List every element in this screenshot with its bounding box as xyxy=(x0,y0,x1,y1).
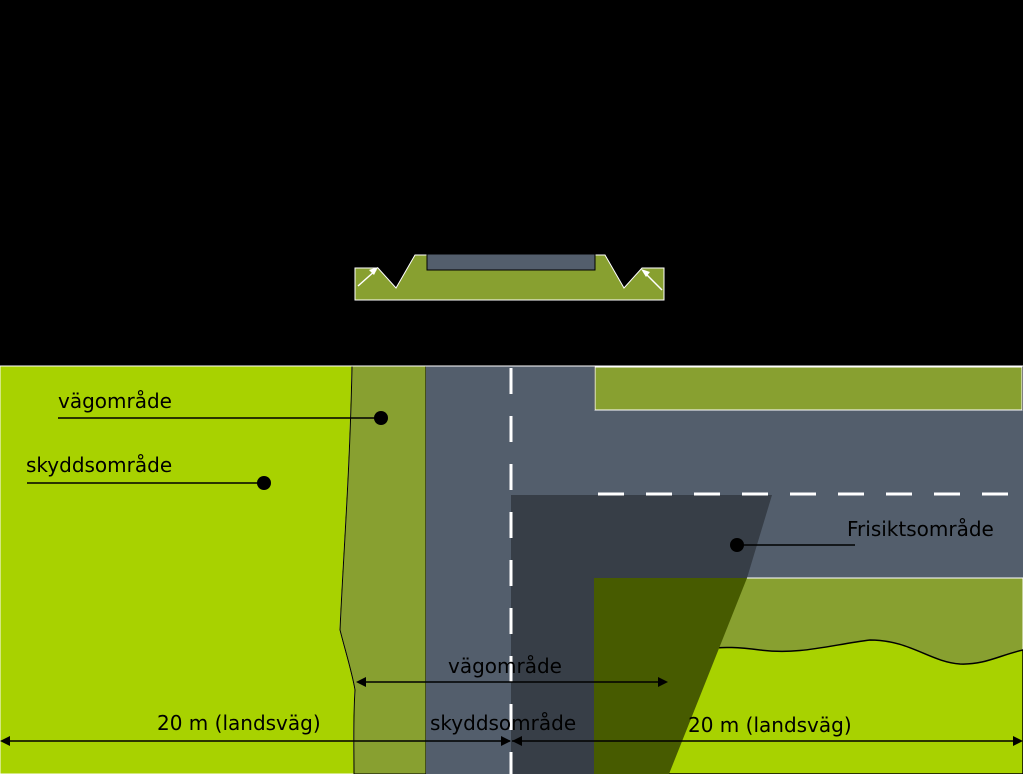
label-road-area-left: vägområde xyxy=(58,389,172,413)
labels: vägområde skyddsområde Frisiktsområde vä… xyxy=(26,389,994,737)
dot-road-area xyxy=(374,411,388,425)
label-protection-area-left: skyddsområde xyxy=(26,453,172,477)
annotations xyxy=(0,411,1023,746)
dot-protection-area xyxy=(257,476,271,490)
sight-area-verge xyxy=(594,578,747,774)
cross-section-arrowhead-right xyxy=(641,269,650,277)
dimension-20m-right-arrow-left xyxy=(512,736,522,746)
label-sight-area: Frisiktsområde xyxy=(847,517,994,541)
cross-section-pavement xyxy=(426,253,596,271)
cross-section-arrowhead-left xyxy=(369,267,378,275)
dimension-20m-left-arrow-left xyxy=(0,736,10,746)
label-dist-right: 20 m (landsväg) xyxy=(688,713,852,737)
dimension-20m-right-arrow-right xyxy=(1013,736,1023,746)
label-dist-left: 20 m (landsväg) xyxy=(157,711,321,735)
road-cross-section xyxy=(354,253,665,301)
label-protection-area-bottom: skyddsområde xyxy=(430,711,576,735)
verge-left xyxy=(339,365,427,774)
label-road-area-bottom: vägområde xyxy=(448,654,562,678)
dot-sight-area xyxy=(730,538,744,552)
dimension-20m-left-arrow-right xyxy=(501,736,511,746)
verge-top-right xyxy=(594,366,1023,411)
dimension-road-area-arrow-right xyxy=(658,677,668,687)
dimension-road-area-arrow-left xyxy=(356,677,366,687)
sight-area-road xyxy=(511,495,772,774)
